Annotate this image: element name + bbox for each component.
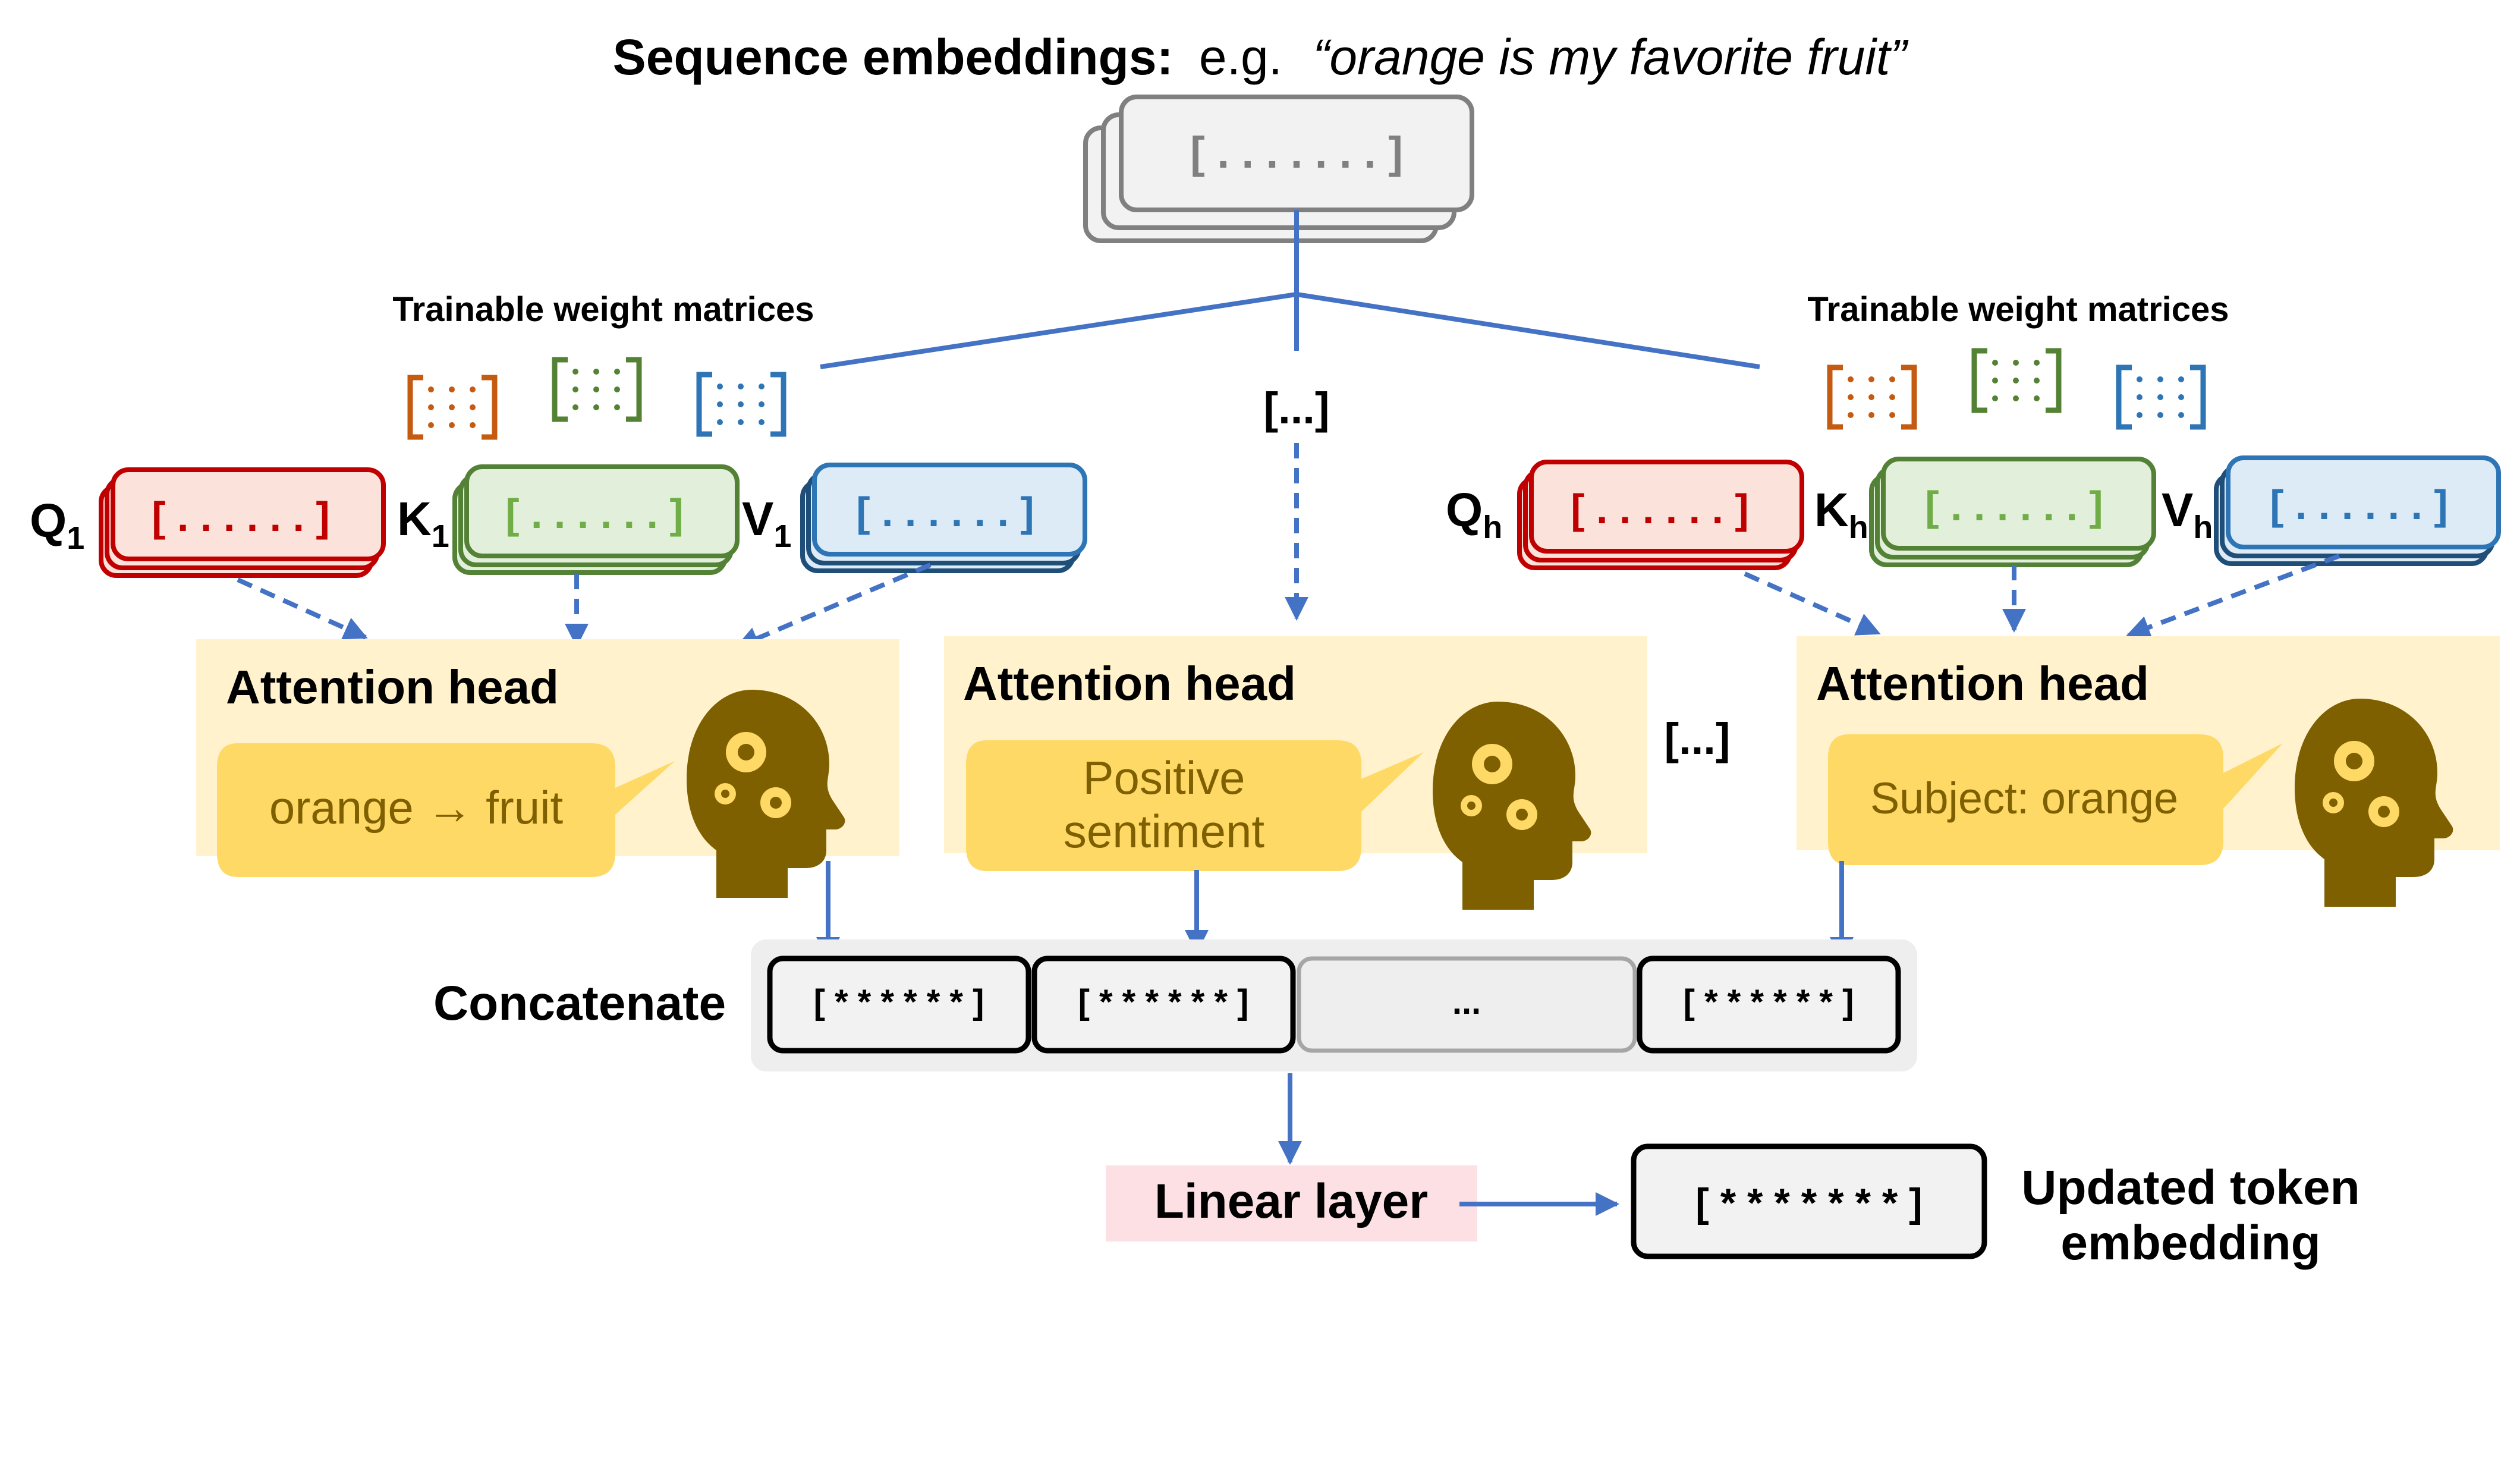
- qh-stack: [ . . . . . . ]: [1517, 460, 1804, 570]
- weight-matrix-icon: [1827, 364, 1917, 430]
- attention-head-1: Attention head orange → fruit: [196, 639, 899, 898]
- concat-cell-2: [ * * * * * * ]: [1078, 983, 1249, 1022]
- linear-layer: Linear layer: [1106, 1165, 1477, 1242]
- title-example: “orange is my favorite fruit”: [1313, 29, 1909, 85]
- q1-text: [ . . . . . . ]: [152, 494, 329, 540]
- head-gears-icon: [2295, 699, 2453, 907]
- attention-head-1-bubble: orange → fruit: [269, 781, 564, 834]
- concat-label: Concatenate: [433, 976, 726, 1030]
- concat-cell-h: [ * * * * * * ]: [1684, 983, 1854, 1022]
- q1-label: Q1: [30, 494, 84, 556]
- concat-cell-1: [ * * * * * * ]: [814, 983, 984, 1022]
- v1-text: [ . . . . . . ]: [856, 489, 1034, 535]
- attention-head-2-title: Attention head: [963, 657, 1296, 710]
- attention-head-h-bubble: Subject: orange: [1870, 774, 2178, 823]
- q1-stack: [ . . . . . . ]: [99, 467, 386, 578]
- weights-label-left: Trainable weight matrices: [392, 290, 814, 329]
- vh-stack: [ . . . . . . ]: [2214, 455, 2501, 566]
- middle-ellipsis: [...]: [1264, 384, 1330, 433]
- kh-label: Kh: [1814, 483, 1868, 545]
- linear-layer-label: Linear layer: [1154, 1174, 1428, 1228]
- vh-label: Vh: [2162, 483, 2213, 545]
- output-label-line2: embedding: [2060, 1216, 2320, 1270]
- title: Sequence embeddings: e.g. “orange is my …: [613, 29, 1909, 85]
- output-embedding-text: [ * * * * * * * ]: [1695, 1180, 1923, 1225]
- vh-text: [ . . . . . . ]: [2270, 482, 2447, 528]
- weight-matrix-icon: [552, 357, 642, 422]
- kh-text: [ . . . . . . ]: [1925, 483, 2103, 529]
- output-embedding: [ * * * * * * * ]: [1631, 1143, 1987, 1259]
- head-gears-icon: [1433, 702, 1591, 910]
- qh-label: Qh: [1446, 483, 1502, 545]
- k1-text: [ . . . . . . ]: [505, 491, 683, 537]
- attention-head-2-bubble-line1: Positive: [1083, 752, 1245, 804]
- concat-cell-ellipsis: ...: [1452, 983, 1481, 1022]
- attention-head-2-bubble-line2: sentiment: [1064, 805, 1264, 857]
- kh-stack: [ . . . . . . ]: [1869, 457, 2156, 567]
- qkv-arrows-right: [1744, 554, 2340, 639]
- qh-text: [ . . . . . . ]: [1571, 486, 1748, 532]
- qkv-arrows-left: [237, 562, 932, 650]
- input-embedding-text: [ . . . . . . . ]: [1190, 128, 1403, 177]
- concat-container: [ * * * * * * ] [ * * * * * * ] ... [ * …: [751, 939, 1917, 1071]
- split-lines: [820, 210, 1760, 369]
- attention-head-h-title: Attention head: [1816, 657, 2149, 710]
- v1-label: V1: [742, 492, 791, 554]
- heads-ellipsis: [...]: [1665, 714, 1731, 763]
- weight-matrix-icon: [1971, 348, 2062, 413]
- weights-label-right: Trainable weight matrices: [1807, 290, 2229, 329]
- input-embedding-stack: [ . . . . . . . ]: [1083, 95, 1474, 243]
- k1-stack: [ . . . . . . ]: [452, 464, 740, 575]
- weight-matrix-icon: [2116, 364, 2206, 430]
- output-label-line1: Updated token: [2021, 1161, 2359, 1215]
- attention-head-1-title: Attention head: [226, 661, 559, 714]
- attention-head-h: Attention head Subject: orange: [1797, 636, 2500, 907]
- weight-matrix-icon: [407, 375, 498, 440]
- attention-head-2: Attention head Positive sentiment: [944, 636, 1647, 910]
- title-prefix: e.g.: [1199, 29, 1282, 85]
- k1-label: K1: [397, 492, 449, 554]
- title-bold: Sequence embeddings:: [613, 29, 1174, 85]
- weight-matrix-icon: [696, 372, 786, 437]
- head-gears-icon: [687, 690, 845, 898]
- v1-stack: [ . . . . . . ]: [800, 463, 1087, 573]
